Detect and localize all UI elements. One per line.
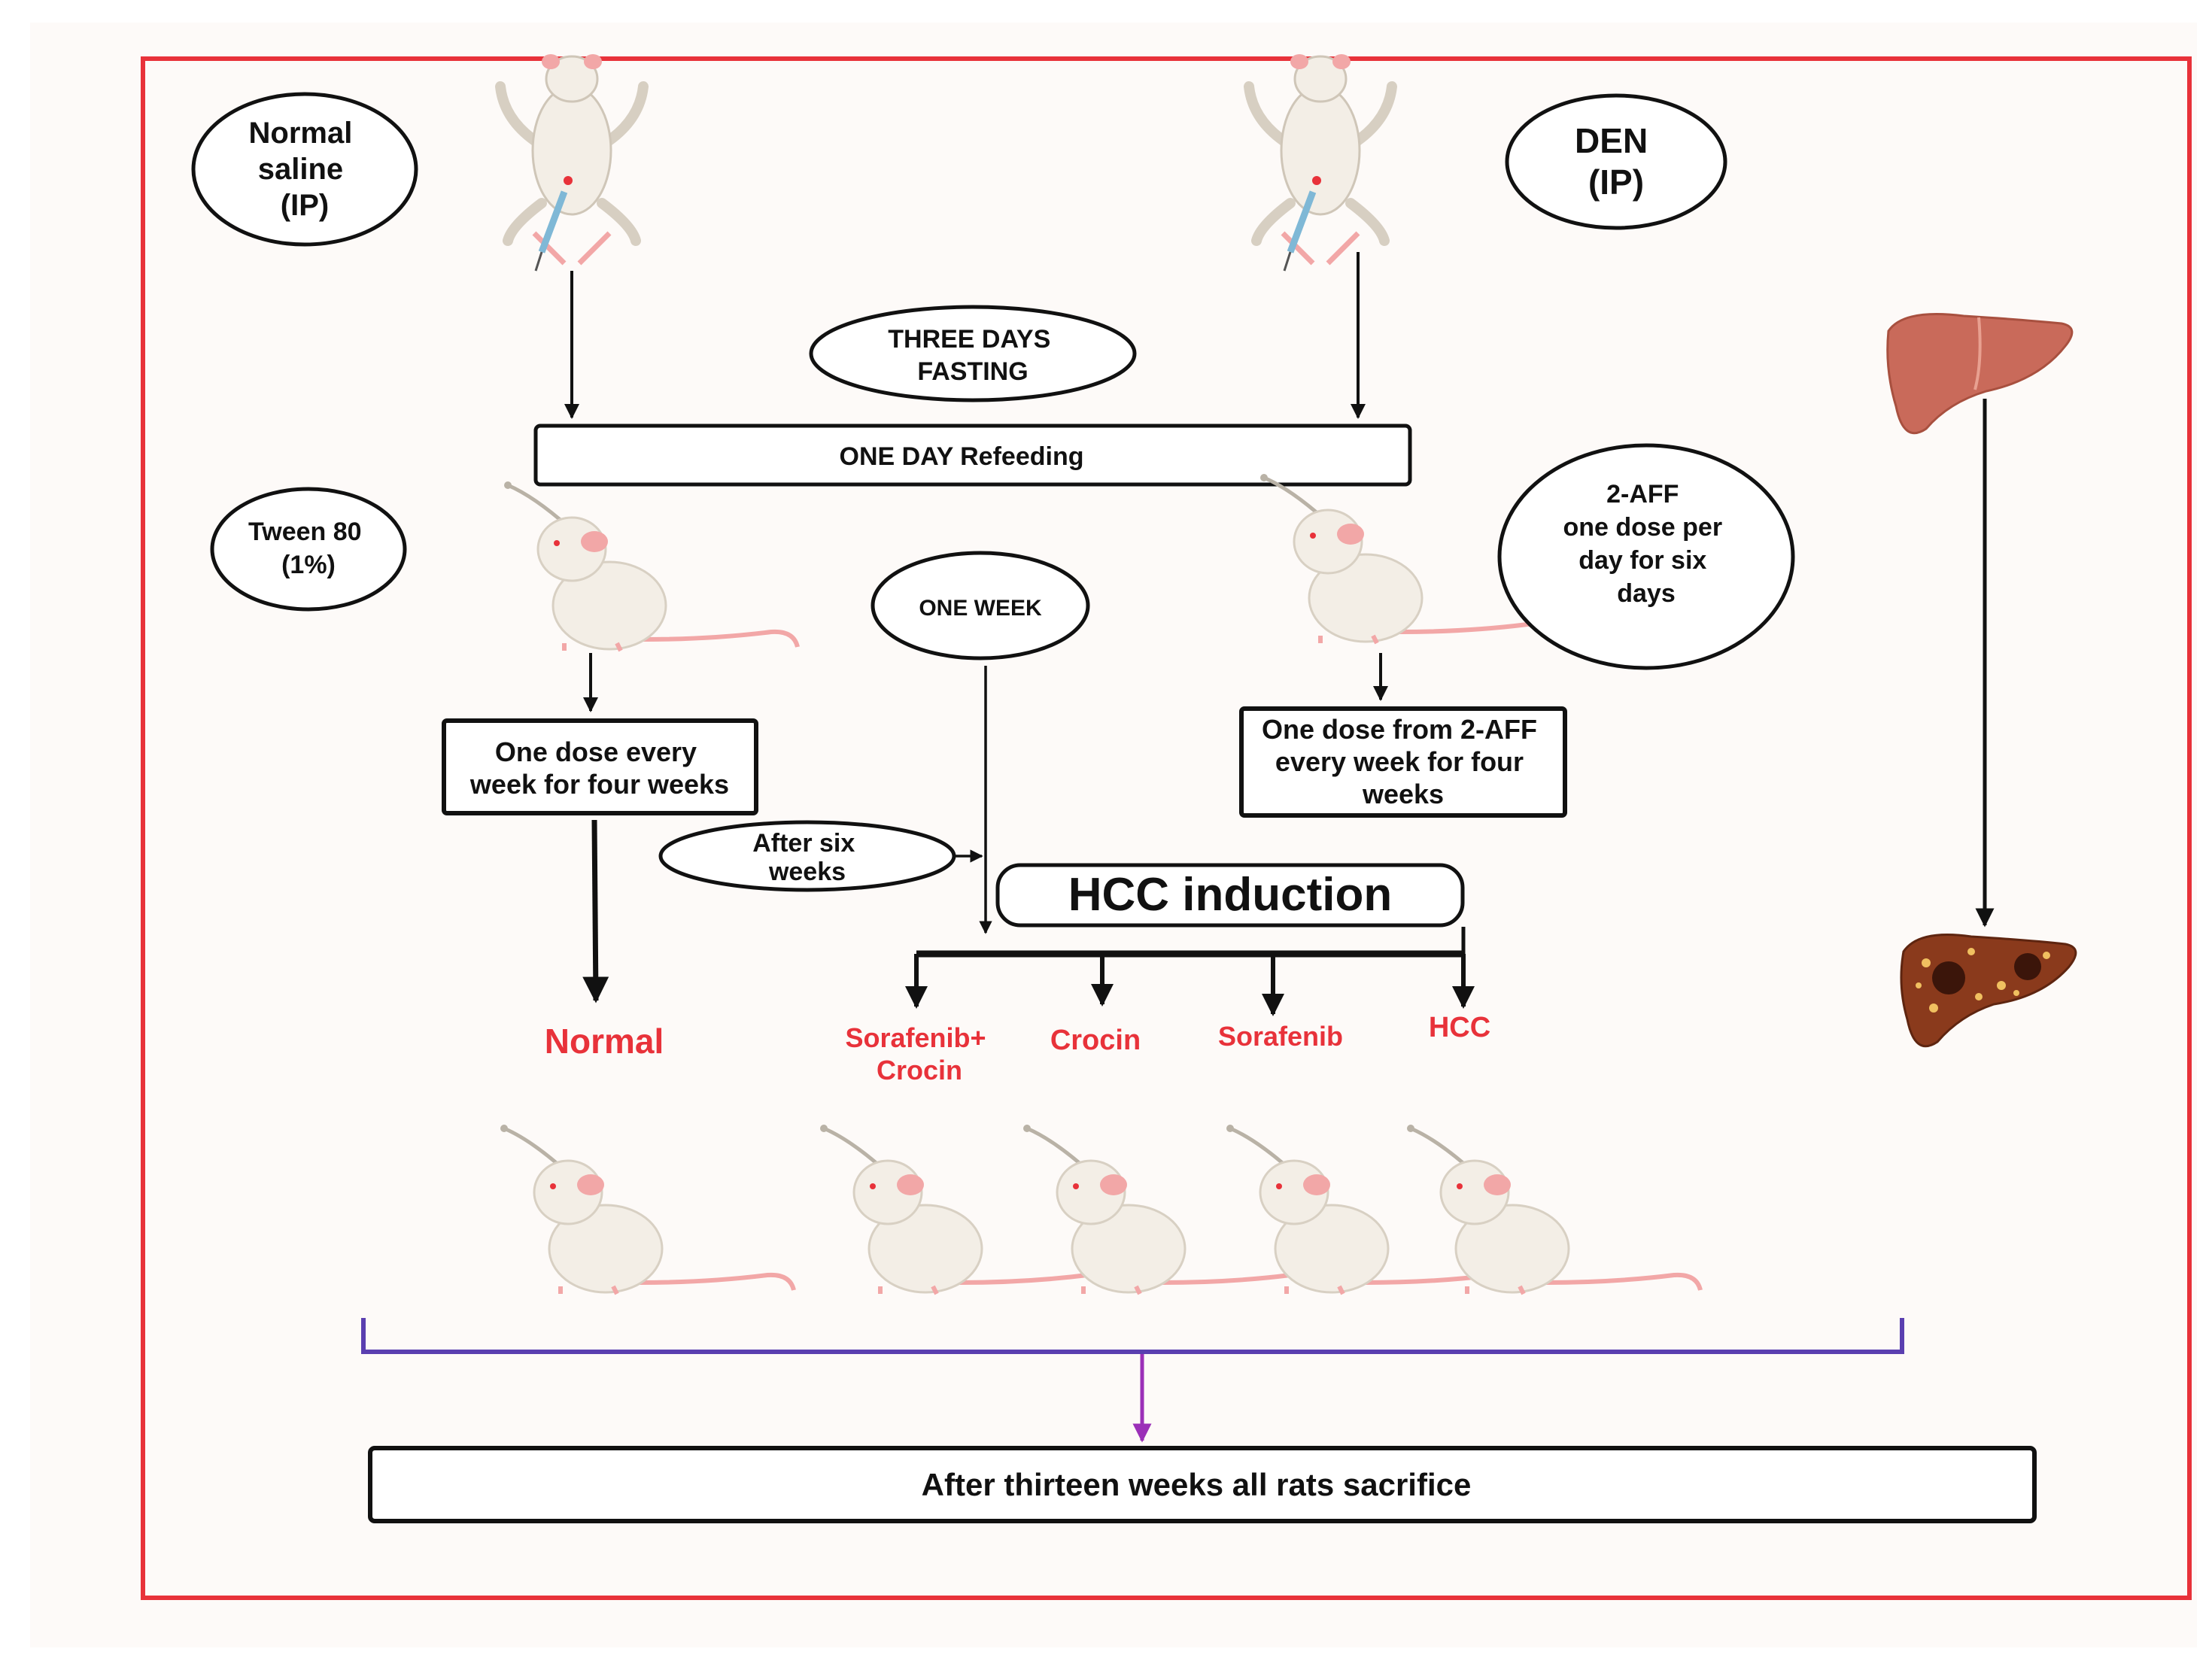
outer-frame bbox=[141, 56, 2192, 1600]
hcc-induction-label: HCC induction bbox=[1068, 869, 1393, 921]
fasting-node bbox=[809, 305, 1137, 402]
after-six-weeks-label: After six weeks bbox=[752, 829, 862, 886]
group-bracket bbox=[361, 1318, 1904, 1354]
aff-schedule-box bbox=[1239, 706, 1567, 818]
hcc-induction-box bbox=[995, 863, 1465, 928]
group-hcc-label: HCC bbox=[1429, 1012, 1490, 1043]
arrow bbox=[582, 819, 609, 1004]
group-crocin-label: Crocin bbox=[1050, 1025, 1141, 1056]
tween-node bbox=[210, 487, 407, 612]
fasting-label: THREE DAYS FASTING bbox=[888, 325, 1057, 386]
tween-label: Tween 80 (1%) bbox=[248, 518, 369, 579]
normal-saline-label: Normal saline (IP) bbox=[249, 117, 361, 222]
group-sorafenib-label: Sorafenib bbox=[1218, 1021, 1343, 1052]
group-normal-label: Normal bbox=[545, 1022, 664, 1061]
aff-dose-label: 2-AFF one dose per day for six days bbox=[1563, 480, 1729, 608]
den-label: DEN (IP) bbox=[1575, 121, 1657, 202]
den-node bbox=[1505, 93, 1727, 230]
aff-schedule-label: One dose from 2-AFF every week for four … bbox=[1262, 714, 1545, 809]
one-week-node bbox=[871, 551, 1090, 660]
aff-dose-node bbox=[1497, 443, 1795, 670]
sacrifice-box bbox=[368, 1446, 2037, 1523]
tween-schedule-box bbox=[442, 718, 758, 815]
group-sorafenib-crocin-label: Sorafenib+ Crocin bbox=[845, 1022, 993, 1086]
background bbox=[30, 23, 2197, 1647]
refeeding-box bbox=[533, 424, 1412, 487]
sacrifice-label: After thirteen weeks all rats sacrifice bbox=[922, 1467, 1472, 1502]
tween-schedule-label: One dose every week for four weeks bbox=[469, 736, 729, 800]
normal-saline-node bbox=[191, 92, 418, 247]
refeeding-label: ONE DAY Refeeding bbox=[840, 442, 1084, 471]
one-week-label: ONE WEEK bbox=[919, 596, 1042, 621]
